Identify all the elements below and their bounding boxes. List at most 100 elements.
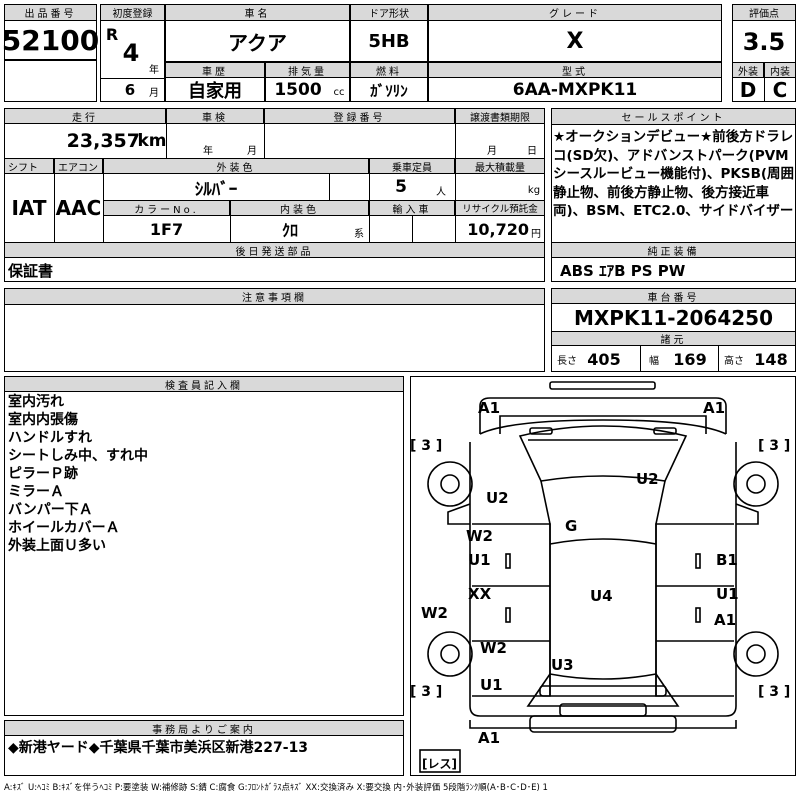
grade-label: グレード — [428, 4, 722, 21]
lot-number-extra — [4, 60, 97, 102]
ac: AAC — [55, 196, 102, 220]
mid-div-12 — [455, 216, 456, 242]
insp-year-unit: 年 — [203, 145, 213, 157]
height-label: 高さ — [724, 355, 744, 367]
first-reg-divider — [100, 78, 165, 79]
car-name-label: 車名 — [165, 4, 350, 21]
inspector-line: 外装上面Ｕ多い — [8, 538, 106, 554]
inspector-line: 室内内張傷 — [8, 412, 78, 428]
inspector-line: ピラーＰ跡 — [8, 466, 78, 482]
mid-div-8 — [455, 174, 456, 200]
later-parts-label: 後日発送部品 — [4, 242, 545, 258]
displacement-label: 排気量 — [265, 62, 350, 78]
ac-label: エアコン — [54, 158, 103, 174]
month-unit: 月 — [149, 87, 159, 99]
car-name: アクア — [228, 31, 287, 55]
mid-div-3 — [455, 124, 456, 158]
car-outline-diagram — [419, 381, 779, 773]
recycle-label: リサイクル預託金 — [455, 200, 545, 216]
mark-left-front-door-a: W2 — [466, 527, 493, 545]
equip: ABS ｴｱB PS PW — [560, 261, 686, 280]
mark-left-quarter: U1 — [480, 676, 503, 694]
spec-label: 諸元 — [551, 331, 796, 346]
mark-right-front: B1 — [716, 551, 738, 569]
import-label: 輸入車 — [369, 200, 455, 216]
length-label: 長さ — [557, 355, 577, 367]
mark-left-fender: U2 — [486, 489, 509, 507]
mark-rear-bumper: A1 — [478, 729, 501, 747]
inspector-box — [4, 376, 404, 716]
grade: X — [566, 29, 584, 54]
mark-front-right: A1 — [703, 399, 726, 417]
load-unit: kg — [527, 184, 541, 196]
capacity-label: 乗車定員 — [369, 158, 455, 174]
model: 6AA-MXPK11 — [512, 80, 638, 100]
era: R — [105, 24, 119, 44]
inspector-line: ハンドルすれ — [8, 430, 92, 446]
lot-number-label: 出品番号 — [4, 4, 97, 21]
mark-right-rear-a: U1 — [716, 585, 739, 603]
later-parts: 保証書 — [8, 261, 54, 280]
inspector-line: バンパー下Ａ — [8, 502, 93, 518]
fuel-label: 燃料 — [350, 62, 428, 78]
spec-div-1 — [640, 346, 641, 372]
length: 405 — [587, 349, 621, 369]
first-reg-label: 初度登録 — [100, 4, 165, 21]
load-label: 最大積載量 — [455, 158, 545, 174]
mid-div-7 — [369, 174, 370, 200]
mark-left-side: W2 — [421, 604, 448, 622]
transfer-day-unit: 日 — [527, 145, 537, 157]
inspector-line: 室内汚れ — [8, 394, 64, 410]
shift-label: シフト — [4, 158, 54, 174]
mark-left-front-door-b: U1 — [468, 551, 491, 569]
office-text: ◆新港ヤード◆千葉県千葉市美浜区新港227-13 — [8, 740, 309, 756]
history-label: 車歴 — [165, 62, 265, 78]
damage-diagram-box — [410, 376, 796, 776]
spec-div-2 — [718, 346, 719, 372]
exterior-label: 外装 — [732, 62, 764, 78]
capacity-unit: 人 — [436, 186, 446, 198]
int-color-unit: 系 — [354, 228, 364, 240]
insp-month-unit: 月 — [247, 145, 257, 157]
history: 自家用 — [188, 81, 242, 102]
sales-label: セールスポイント — [551, 108, 796, 125]
mark-roof: U4 — [590, 587, 613, 605]
mid-div-11 — [412, 216, 413, 242]
mark-hood: U2 — [636, 470, 659, 488]
interior-label: 内装 — [764, 62, 796, 78]
inspector-line: ホイールカバーＡ — [8, 520, 120, 536]
mark-front-left: A1 — [478, 399, 501, 417]
mark-tire-rr: [ 3 ] — [758, 684, 791, 700]
notes-text — [8, 308, 538, 368]
mid-div-2 — [264, 124, 265, 158]
mid-div-6 — [329, 174, 330, 200]
fuel: ｶﾞｿﾘﾝ — [370, 81, 408, 100]
mileage-unit: km — [137, 131, 167, 151]
mark-windshield: G — [565, 517, 578, 535]
mid-div-9 — [230, 216, 231, 242]
recycle-unit: 円 — [531, 228, 541, 240]
notes-label: 注意事項欄 — [4, 288, 545, 305]
color-no: 1F7 — [149, 219, 184, 239]
displacement: 1500 — [274, 80, 322, 100]
color-no-label: カラーNo. — [103, 200, 230, 216]
shift: IAT — [11, 196, 47, 220]
reg-month: 6 — [124, 81, 136, 99]
height: 148 — [754, 349, 788, 369]
door-label: ドア形状 — [350, 4, 428, 21]
capacity: 5 — [395, 177, 407, 197]
door-type: 5HB — [368, 31, 410, 52]
width: 169 — [673, 349, 707, 369]
sales-text: ★オークションデビュー★前後方ドラレコ(SD欠)、アドバンストパーク(PVMシー… — [553, 129, 795, 219]
mark-tire-rl: [ 3 ] — [410, 684, 443, 700]
score-divider — [764, 78, 765, 102]
score-label: 評価点 — [732, 4, 796, 21]
lot-number: 52100 — [1, 24, 100, 57]
score: 3.5 — [742, 28, 786, 56]
recycle: 10,720 — [467, 219, 529, 239]
exterior-grade: D — [739, 78, 757, 102]
inspector-label: 検査員記入欄 — [4, 376, 404, 392]
mark-tire-fl: [ 3 ] — [410, 438, 443, 454]
mid-div-10 — [369, 216, 370, 242]
reg-year: 4 — [122, 39, 140, 67]
